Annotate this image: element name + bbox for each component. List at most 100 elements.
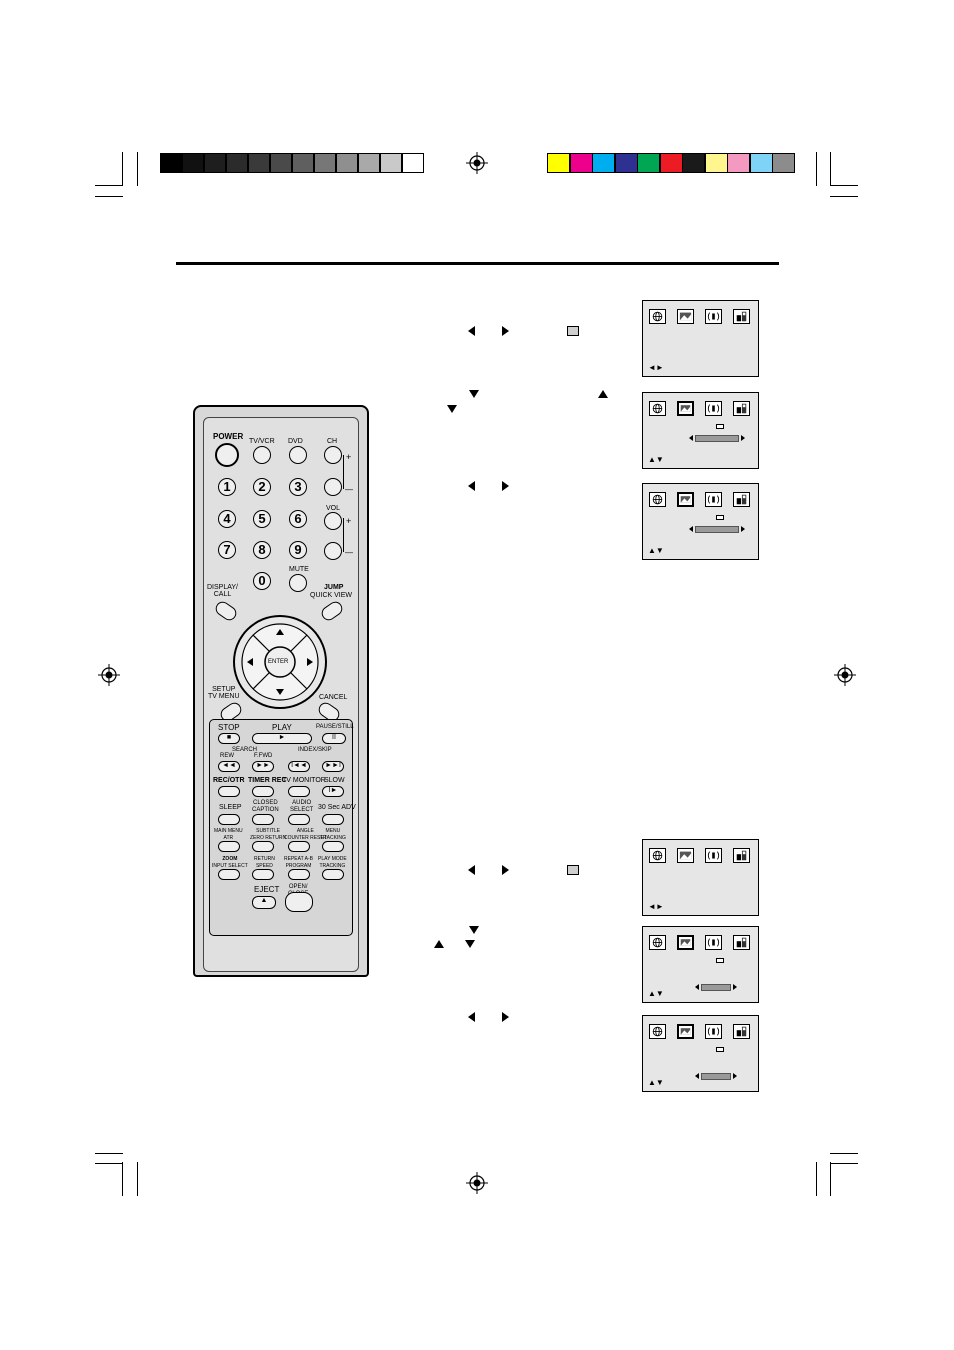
color-swatch [637, 153, 660, 173]
subtitle-button[interactable] [252, 841, 274, 852]
play-mode-button[interactable] [322, 869, 344, 880]
angle-button[interactable] [288, 841, 310, 852]
gray-swatch [358, 153, 380, 173]
digit-7-button[interactable]: 7 [218, 541, 236, 559]
registration-mark-icon [98, 664, 120, 686]
dvd-button[interactable] [289, 446, 307, 464]
pause-button[interactable]: II [322, 733, 346, 744]
timer-rec-label: TIMER REC [248, 777, 287, 784]
color-swatch [569, 153, 593, 173]
vol-up-button[interactable] [324, 512, 342, 530]
setup-icon [733, 401, 750, 416]
closed-caption-button[interactable] [252, 814, 274, 825]
up-arrow-icon [598, 390, 608, 398]
vol-plus-label: + [346, 516, 352, 526]
color-swatch [749, 153, 773, 173]
open-close-button[interactable] [285, 892, 313, 912]
mute-button[interactable] [289, 574, 307, 592]
globe-icon [649, 309, 666, 324]
indicator-box [716, 958, 724, 963]
slider-left-arrow [689, 435, 693, 441]
main-menu-button[interactable] [218, 841, 240, 852]
ch-up-button[interactable] [324, 446, 342, 464]
digit-4-button[interactable]: 4 [218, 510, 236, 528]
timer-rec-button[interactable] [252, 786, 274, 797]
crop-mark [830, 1162, 831, 1196]
gray-swatch [160, 153, 182, 173]
power-button[interactable] [215, 443, 239, 467]
dpad-icon[interactable] [232, 614, 328, 710]
stop-label: STOP [218, 723, 240, 732]
return-speed-button[interactable] [252, 869, 274, 880]
index-skip-label: INDEX/SKIP [298, 747, 332, 753]
tvvcr-button[interactable] [253, 446, 271, 464]
digit-5-button[interactable]: 5 [253, 510, 271, 528]
digit-6-button[interactable]: 6 [289, 510, 307, 528]
header-rule [176, 262, 779, 265]
tv-monitor-button[interactable] [288, 786, 310, 797]
menu-screen-thumbnail: ▲▼ [642, 483, 759, 560]
stop-button[interactable]: ■ [218, 733, 240, 744]
crop-mark [95, 1163, 123, 1164]
slider-bar [695, 435, 739, 442]
digit-2-button[interactable]: 2 [253, 478, 271, 496]
skip-forward-button[interactable]: ►►I [322, 761, 344, 772]
color-swatch [547, 153, 570, 173]
screen-nav-hint: ▲▼ [648, 989, 664, 998]
digit-1-button[interactable]: 1 [218, 478, 236, 496]
play-button[interactable]: ► [252, 733, 312, 744]
quick-view-label: QUICK VIEW [310, 592, 353, 599]
enter-label: ENTER [268, 659, 289, 665]
eject-label: EJECT [254, 885, 280, 894]
vol-bracket [343, 518, 344, 552]
setup-icon [733, 492, 750, 507]
crop-mark [830, 1163, 858, 1164]
gray-swatch [292, 153, 314, 173]
gray-swatch [270, 153, 292, 173]
audio-select-button[interactable] [288, 814, 310, 825]
sound-icon [705, 935, 722, 950]
sleep-button[interactable] [218, 814, 240, 825]
picture-icon [567, 865, 579, 875]
screen-nav-hint: ◄► [648, 363, 664, 372]
power-label: POWER [213, 432, 244, 441]
indicator-box [716, 515, 724, 520]
down-arrow-icon [469, 926, 479, 934]
sound-icon [705, 309, 722, 324]
registration-mark-icon [466, 1172, 488, 1194]
gray-swatch [204, 153, 226, 173]
sec-adv-button[interactable] [322, 814, 344, 825]
digit-0-button[interactable]: 0 [253, 572, 271, 590]
picture-icon [677, 309, 694, 324]
repeat-program-button[interactable] [288, 869, 310, 880]
menu-screen-thumbnail: ◄► [642, 839, 759, 916]
zoom-button[interactable] [218, 869, 240, 880]
digit-8-button[interactable]: 8 [253, 541, 271, 559]
globe-icon [649, 848, 666, 863]
slider-left-arrow [689, 526, 693, 532]
rec-otr-button[interactable] [218, 786, 240, 797]
color-swatch [592, 153, 615, 173]
play-label: PLAY [272, 723, 292, 732]
ch-down-button[interactable] [324, 478, 342, 496]
menu-tracking-button[interactable] [322, 841, 344, 852]
sleep-label: SLEEP [219, 804, 242, 811]
slider-bar [701, 1073, 731, 1080]
eject-button[interactable]: ▲ [252, 896, 276, 909]
digit-3-button[interactable]: 3 [289, 478, 307, 496]
skip-back-button[interactable]: I◄◄ [288, 761, 310, 772]
rew-button[interactable]: ◄◄ [218, 761, 240, 772]
picture-icon [677, 848, 694, 863]
vol-down-button[interactable] [324, 542, 342, 560]
slow-button[interactable]: I► [322, 786, 344, 797]
jump-label: JUMP [324, 584, 344, 591]
crop-mark [830, 1153, 858, 1154]
digit-9-button[interactable]: 9 [289, 541, 307, 559]
registration-mark-icon [834, 664, 856, 686]
ffwd-button[interactable]: ►► [252, 761, 274, 772]
picture-icon [567, 326, 579, 336]
